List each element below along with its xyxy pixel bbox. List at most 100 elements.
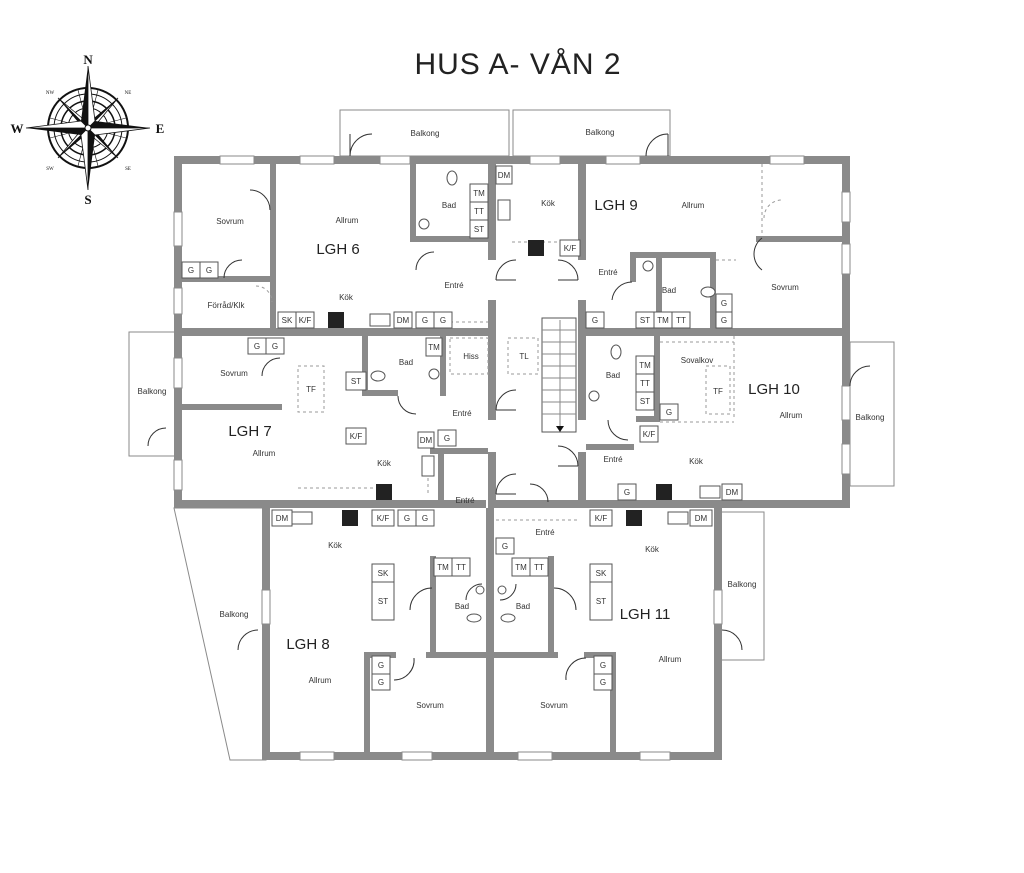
room-label: Entré — [452, 409, 472, 418]
compass-n: N — [83, 52, 93, 67]
fixture-label: TM — [473, 189, 485, 198]
fixture-label: TT — [676, 316, 686, 325]
room-label: Allrum — [336, 216, 359, 225]
room-label: Kök — [541, 199, 556, 208]
fixture-label: G — [440, 316, 446, 325]
compass-nw: NW — [46, 91, 55, 96]
fixture-label: DM — [420, 436, 433, 445]
room-label: Entré — [535, 528, 555, 537]
room-label: Balkong — [411, 129, 440, 138]
walls — [174, 156, 850, 760]
room-label: Entré — [444, 281, 464, 290]
room-label: Entré — [455, 496, 475, 505]
room-label: Bad — [399, 358, 413, 367]
compass-se: SE — [125, 167, 131, 172]
fixture-label: DM — [276, 514, 289, 523]
compass-sw: SW — [46, 167, 54, 172]
fixture-label: G — [188, 266, 194, 275]
room-label: Allrum — [780, 411, 803, 420]
fixture-label: K/F — [564, 244, 577, 253]
fixture-label: G — [624, 488, 630, 497]
room-label: Sovrum — [220, 369, 248, 378]
fixture-label: TM — [437, 563, 449, 572]
fixture-label: TT — [534, 563, 544, 572]
tl-shaft — [507, 337, 539, 375]
fixture-label: DM — [726, 488, 739, 497]
room-label: Sovrum — [540, 701, 568, 710]
fixture-label: K/F — [643, 430, 656, 439]
staircase — [541, 317, 577, 433]
fixture-label: ST — [351, 377, 361, 386]
fixture-label: ST — [640, 316, 650, 325]
room-label: Kök — [377, 459, 392, 468]
fixture-label: G — [721, 316, 727, 325]
compass-s: S — [84, 192, 91, 207]
fixture-label: TM — [657, 316, 669, 325]
toilets — [370, 170, 716, 623]
compass-rose-icon: N S E W NW NE SW SE — [11, 52, 165, 207]
fixture-label: G — [444, 434, 450, 443]
fixture-label: SK — [378, 569, 389, 578]
doors — [147, 133, 871, 681]
room-label: Balkong — [856, 413, 885, 422]
room-label: Balkong — [138, 387, 167, 396]
fixture-label: ST — [596, 597, 606, 606]
fixture-label: TF — [713, 387, 723, 396]
apt-lgh9-label: LGH 9 — [594, 197, 637, 214]
room-label: Sovrum — [416, 701, 444, 710]
fixture-label: G — [206, 266, 212, 275]
fixture-label: K/F — [299, 316, 312, 325]
fixture-label: ST — [474, 225, 484, 234]
compass-e: E — [156, 121, 165, 136]
fixture-label: DM — [695, 514, 708, 523]
fixture-label: G — [378, 678, 384, 687]
compass-ne: NE — [125, 91, 132, 96]
fixture-label: G — [404, 514, 410, 523]
fixture-label: K/F — [377, 514, 390, 523]
elevator-shaft — [449, 337, 489, 375]
room-label: Bad — [606, 371, 620, 380]
room-label: Balkong — [220, 610, 249, 619]
fixture-label: DM — [397, 316, 410, 325]
fixture-label: TM — [428, 343, 440, 352]
fixture-label: DM — [498, 171, 511, 180]
room-label: Sovrum — [216, 217, 244, 226]
fixture-label: SK — [282, 316, 293, 325]
fixture-label: TF — [306, 385, 316, 394]
room-label: Bad — [442, 201, 456, 210]
fixture-boxes — [181, 165, 743, 691]
room-label: Kök — [328, 541, 343, 550]
fixture-label: G — [502, 542, 508, 551]
room-label: Allrum — [253, 449, 276, 458]
elevator-label: Hiss — [463, 352, 479, 361]
fixture-label: TM — [639, 361, 651, 370]
room-label: Kök — [339, 293, 354, 302]
plan-title: HUS A- VÅN 2 — [414, 48, 621, 81]
room-label: Bad — [455, 602, 469, 611]
fixture-label: G — [592, 316, 598, 325]
apt-lgh7-label: LGH 7 — [228, 423, 271, 440]
room-label: Allrum — [309, 676, 332, 685]
fixture-label: G — [600, 661, 606, 670]
room-label: Balkong — [728, 580, 757, 589]
room-label: Bad — [516, 602, 530, 611]
room-label: Förråd/Klk — [208, 301, 246, 310]
room-label: Allrum — [682, 201, 705, 210]
fixture-label: G — [600, 678, 606, 687]
compass-w: W — [11, 121, 24, 136]
fixture-label: K/F — [350, 432, 363, 441]
fixture-label: G — [272, 342, 278, 351]
apt-lgh11-label: LGH 11 — [620, 606, 671, 623]
fixture-label: TT — [456, 563, 466, 572]
room-label: Bad — [662, 286, 676, 295]
fixture-label: TT — [640, 379, 650, 388]
room-label: Entré — [603, 455, 623, 464]
fixture-label: TM — [515, 563, 527, 572]
room-label: Allrum — [659, 655, 682, 664]
fixture-label: G — [254, 342, 260, 351]
fixture-label: G — [721, 299, 727, 308]
apt-lgh6-label: LGH 6 — [316, 241, 359, 258]
windows — [173, 155, 851, 761]
room-label: Entré — [598, 268, 618, 277]
